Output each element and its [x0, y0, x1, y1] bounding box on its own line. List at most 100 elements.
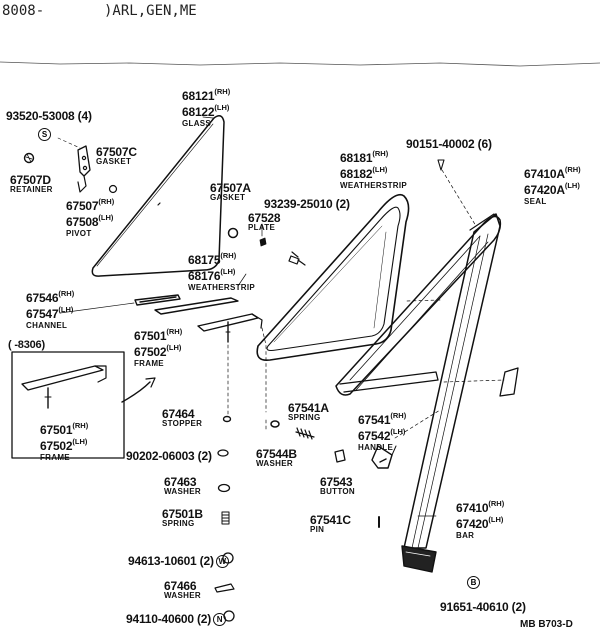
- callout-90151: 90151-40002 (6): [406, 136, 492, 152]
- side-lh: (LH): [58, 305, 74, 314]
- part-number: 67543: [320, 475, 353, 489]
- part-name: GASKET: [96, 157, 132, 166]
- part-number-rh: 67410: [456, 501, 489, 515]
- part-name: WASHER: [164, 591, 201, 600]
- part-number: 67541C: [310, 513, 351, 527]
- callout-67544b: 67544B WASHER: [256, 448, 297, 468]
- callout-67507: 67507(RH) 67508(LH) PIVOT: [66, 198, 114, 238]
- part-name: SPRING: [162, 519, 195, 528]
- part-number: 67507C: [96, 145, 137, 159]
- side-lh: (LH): [390, 427, 406, 436]
- side-rh: (RH): [488, 499, 505, 508]
- side-rh: (RH): [166, 327, 183, 336]
- part-number: 67541A: [288, 401, 329, 415]
- inset-arrow: [121, 381, 151, 403]
- inset-range: ( -8306): [8, 339, 45, 351]
- seal-small-piece: [499, 367, 519, 397]
- side-lh: (LH): [372, 165, 388, 174]
- footer-ref: MB B703-D: [520, 619, 573, 630]
- callout-94613: 94613-10601 (2)W: [128, 553, 229, 569]
- part-name: BAR: [456, 531, 475, 540]
- part-name: SPRING: [288, 413, 321, 422]
- washer-67544b-shape: [270, 420, 280, 428]
- part-number-rh: 67501: [134, 329, 167, 343]
- callout-67501-inset: 67501(RH) 67502(LH) FRAME: [40, 422, 88, 462]
- handle-67541-shape: [371, 445, 393, 469]
- part-name: WEATHERSTRIP: [188, 283, 256, 292]
- retainer-shape: [23, 152, 35, 164]
- part-name: FRAME: [40, 453, 70, 462]
- part-number-lh: 67508: [66, 215, 99, 229]
- part-number-lh: 67542: [358, 429, 391, 443]
- part-number-rh: 67546: [26, 291, 59, 305]
- part-number-rh: 68181: [340, 151, 373, 165]
- part-number-lh: 67420: [456, 517, 489, 531]
- part-number-rh: 68121: [182, 89, 215, 103]
- side-rh: (RH): [372, 149, 389, 158]
- part-name: PLATE: [248, 223, 276, 232]
- part-number: 67507D: [10, 173, 51, 187]
- side-rh: (RH): [72, 421, 89, 430]
- callout-67464: 67464 STOPPER: [162, 408, 202, 428]
- side-lh: (LH): [166, 343, 182, 352]
- side-rh: (RH): [390, 411, 407, 420]
- callout-67463: 67463 WASHER: [164, 476, 201, 496]
- callout-67541: 67541(RH) 67542(LH) HANDLE: [358, 412, 406, 452]
- side-rh: (RH): [58, 289, 75, 298]
- gasket-67507a-shape: [227, 227, 239, 239]
- part-name: FRAME: [134, 359, 164, 368]
- side-lh: (LH): [220, 267, 236, 276]
- part-name: GASKET: [210, 193, 246, 202]
- symbol-s-icon: S: [38, 128, 51, 141]
- part-number: 91651-40610 (2): [440, 600, 526, 614]
- side-lh: (LH): [214, 103, 230, 112]
- side-rh: (RH): [220, 251, 237, 260]
- part-name: PIN: [310, 525, 325, 534]
- header-models: )ARL,GEN,ME: [104, 3, 197, 19]
- callout-67410a: 67410A(RH) 67420A(LH) SEAL: [524, 166, 581, 206]
- part-number-rh: 67507: [66, 199, 99, 213]
- pivot-shape: [77, 145, 91, 193]
- part-name: STOPPER: [162, 419, 203, 428]
- callout-68175: 68175(RH) 68176(LH) WEATHERSTRIP: [188, 252, 255, 292]
- callout-67541a: 67541A SPRING: [288, 402, 329, 422]
- callout-68121: 68121(RH) 68122(LH) GLASS: [182, 88, 230, 128]
- callout-67410: 67410(RH) 67420(LH) BAR: [456, 500, 504, 540]
- symbol-b-icon: B: [467, 576, 480, 589]
- side-lh: (LH): [98, 213, 114, 222]
- channel-67546-shape: [134, 294, 181, 306]
- part-number-rh: 68175: [188, 253, 221, 267]
- part-name: WEATHERSTRIP: [340, 181, 408, 190]
- part-name: CHANNEL: [26, 321, 68, 330]
- part-number: 67507A: [210, 181, 251, 195]
- part-name: WASHER: [256, 459, 293, 468]
- spring-67501b-shape: [221, 511, 230, 525]
- part-number: 67544B: [256, 447, 297, 461]
- part-number-lh: 67420A: [524, 183, 565, 197]
- part-name: HANDLE: [358, 443, 394, 452]
- frame-67501-shape: [197, 313, 263, 343]
- weatherstrip-68175-shape: [154, 297, 239, 315]
- part-number: 67466: [164, 579, 197, 593]
- part-number: 90202-06003 (2): [126, 449, 212, 463]
- part-number: 67528: [248, 211, 281, 225]
- side-lh: (LH): [72, 437, 88, 446]
- part-number-lh: 67502: [40, 439, 73, 453]
- part-number-lh: 67502: [134, 345, 167, 359]
- gasket-67507c-shape: [108, 184, 118, 194]
- part-number-lh: 67547: [26, 307, 59, 321]
- screw-93239-shape: [288, 251, 300, 265]
- washer-90202-shape: [217, 449, 229, 457]
- part-number-lh: 68176: [188, 269, 221, 283]
- side-rh: (RH): [564, 165, 581, 174]
- torn-edge: [0, 61, 600, 67]
- symbol-n-icon: N: [213, 612, 227, 626]
- symbol-w-icon: W: [215, 554, 229, 568]
- side-rh: (RH): [214, 87, 231, 96]
- part-number: 94110-40600 (2): [126, 612, 212, 626]
- callout-67528: 67528 PLATE: [248, 211, 281, 232]
- vent-glass-shape: [91, 115, 225, 277]
- part-number: 94613-10601 (2): [128, 554, 214, 568]
